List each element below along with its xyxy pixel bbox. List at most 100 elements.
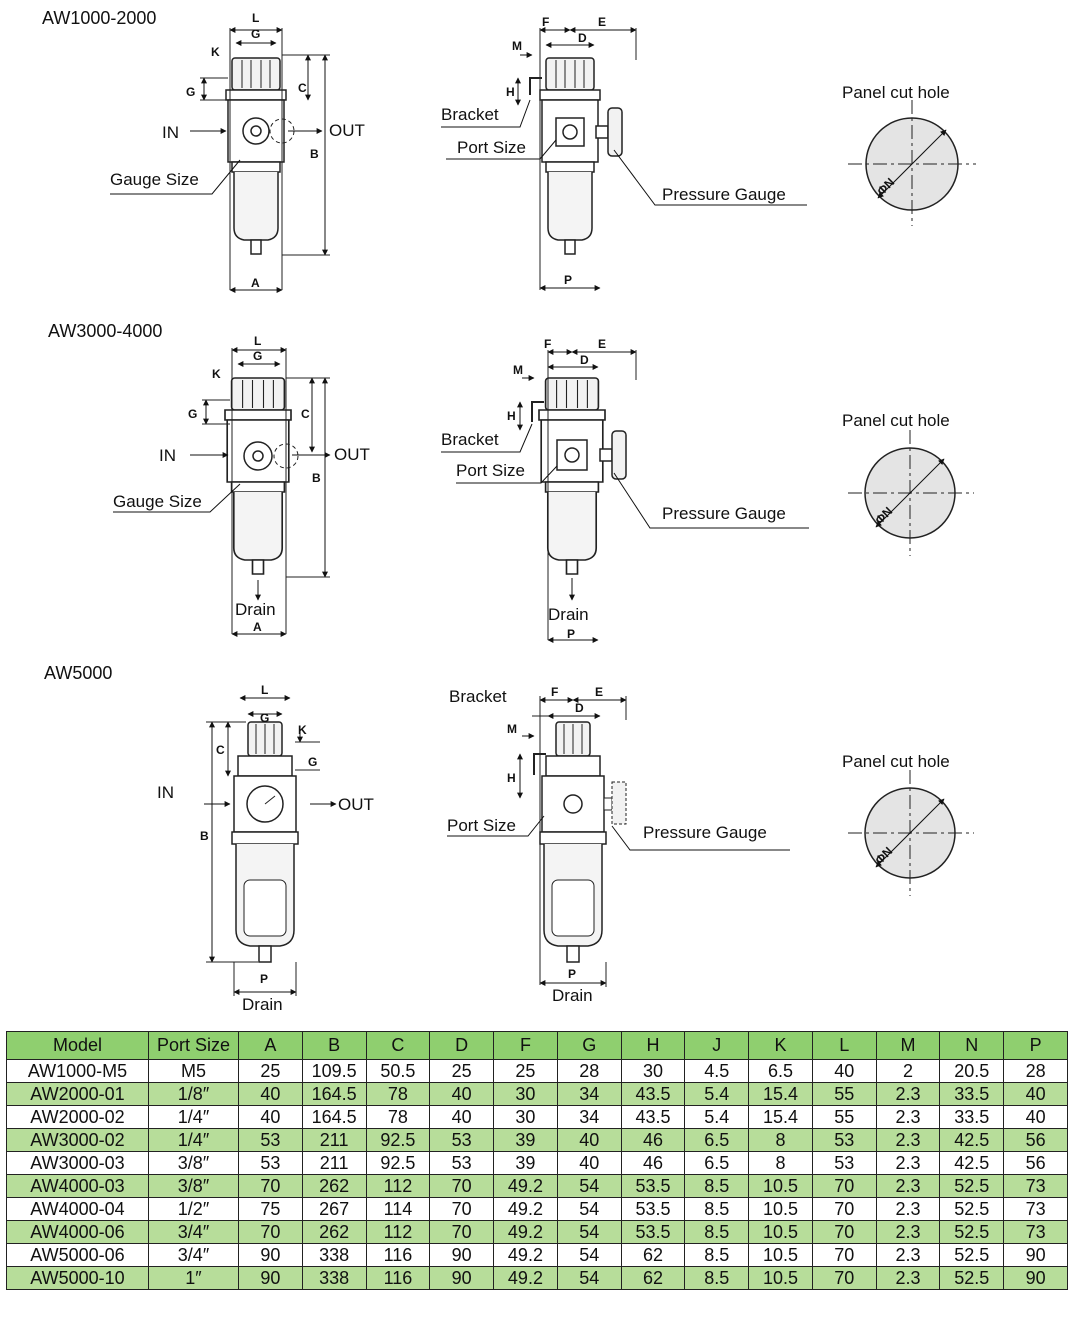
table-cell: 53 <box>238 1128 303 1152</box>
table-cell: M5 <box>148 1059 239 1083</box>
table-cell: 54 <box>556 1174 622 1198</box>
table-cell: 30 <box>620 1059 686 1083</box>
table-cell: 2 <box>875 1059 941 1083</box>
side-view-drawing <box>447 696 790 987</box>
dim-label-B: B <box>312 471 321 485</box>
table-cell: 8 <box>748 1151 813 1175</box>
table-cell: 114 <box>365 1197 431 1221</box>
front-view-drawing <box>110 27 330 293</box>
table-cell: 3/4″ <box>148 1220 239 1244</box>
table-cell: 70 <box>811 1243 877 1267</box>
table-cell: 2.3 <box>875 1174 941 1198</box>
column-header: M <box>875 1031 941 1060</box>
table-cell: 56 <box>1003 1151 1068 1175</box>
table-cell: 6.5 <box>748 1059 813 1083</box>
table-cell: 1/8″ <box>148 1082 239 1106</box>
port-size-label: Port Size <box>456 461 525 480</box>
section-title: AW3000-4000 <box>48 321 162 341</box>
dim-label-K: K <box>211 45 220 59</box>
drain-label: Drain <box>552 986 593 1005</box>
dim-label-G: G <box>253 349 262 363</box>
table-cell: 52.5 <box>939 1243 1005 1267</box>
column-header: Port Size <box>148 1031 239 1060</box>
table-cell: 42.5 <box>939 1151 1005 1175</box>
table-cell: 39 <box>493 1151 558 1175</box>
table-cell: 70 <box>238 1220 303 1244</box>
table-cell: 40 <box>1003 1105 1068 1129</box>
dim-label-P: P <box>567 627 575 641</box>
dim-label-L: L <box>252 11 259 25</box>
side-view-drawing <box>441 27 807 291</box>
table-cell: 3/4″ <box>148 1243 239 1267</box>
table-cell: 92.5 <box>365 1128 431 1152</box>
model-cell: AW3000-03 <box>6 1151 149 1175</box>
table-cell: 53 <box>429 1151 495 1175</box>
table-cell: 90 <box>429 1266 495 1290</box>
dim-label-E: E <box>598 337 606 351</box>
dim-label-G: G <box>251 27 260 41</box>
model-cell: AW4000-04 <box>6 1197 149 1221</box>
column-header: Model <box>6 1031 149 1060</box>
table-cell: 53 <box>238 1151 303 1175</box>
table-cell: 262 <box>301 1220 367 1244</box>
dim-label-B: B <box>310 147 319 161</box>
table-cell: 10.5 <box>748 1220 813 1244</box>
dimension-drawings: AW1000-2000 L G K G C B A IN OUT Gauge S… <box>42 8 976 1014</box>
section-title: AW1000-2000 <box>42 8 156 28</box>
table-cell: 5.4 <box>684 1105 750 1129</box>
table-cell: 54 <box>556 1197 622 1221</box>
table-cell: 70 <box>811 1174 877 1198</box>
table-cell: 52.5 <box>939 1197 1005 1221</box>
table-cell: 10.5 <box>748 1266 813 1290</box>
dim-label-K: K <box>298 723 307 737</box>
column-header: C <box>365 1031 431 1060</box>
table-cell: 15.4 <box>748 1082 813 1106</box>
in-label: IN <box>162 123 179 142</box>
column-header: L <box>811 1031 877 1060</box>
table-cell: 10.5 <box>748 1174 813 1198</box>
table-cell: 1/4″ <box>148 1128 239 1152</box>
table-cell: 2.3 <box>875 1128 941 1152</box>
section-title: AW5000 <box>44 663 112 683</box>
front-view-drawing <box>113 347 331 637</box>
dim-label-P: P <box>564 273 572 287</box>
table-cell: 49.2 <box>493 1174 558 1198</box>
table-cell: 73 <box>1003 1197 1068 1221</box>
out-label: OUT <box>334 445 370 464</box>
table-cell: 43.5 <box>620 1105 686 1129</box>
table-cell: 56 <box>1003 1128 1068 1152</box>
dim-label-D: D <box>578 31 587 45</box>
table-cell: 3/8″ <box>148 1174 239 1198</box>
table-cell: 6.5 <box>684 1151 750 1175</box>
column-header: K <box>748 1031 813 1060</box>
table-cell: 62 <box>620 1243 686 1267</box>
dim-label-G: G <box>260 711 269 725</box>
panel-cut-hole-drawing <box>848 770 974 896</box>
port-size-label: Port Size <box>447 816 516 835</box>
table-cell: 53.5 <box>620 1197 686 1221</box>
model-cell: AW1000-M5 <box>6 1059 149 1083</box>
drain-label: Drain <box>548 605 589 624</box>
out-label: OUT <box>329 121 365 140</box>
table-cell: 46 <box>620 1151 686 1175</box>
table-cell: 40 <box>1003 1082 1068 1106</box>
dim-label-F: F <box>542 15 549 29</box>
dim-label-M: M <box>507 722 517 736</box>
table-cell: 116 <box>365 1266 431 1290</box>
table-cell: 43.5 <box>620 1082 686 1106</box>
table-cell: 49.2 <box>493 1266 558 1290</box>
table-cell: 49.2 <box>493 1220 558 1244</box>
table-cell: 33.5 <box>939 1105 1005 1129</box>
table-cell: 49.2 <box>493 1243 558 1267</box>
table-cell: 42.5 <box>939 1128 1005 1152</box>
pressure-gauge-label: Pressure Gauge <box>662 185 786 204</box>
column-header: H <box>620 1031 686 1060</box>
column-header: A <box>238 1031 303 1060</box>
